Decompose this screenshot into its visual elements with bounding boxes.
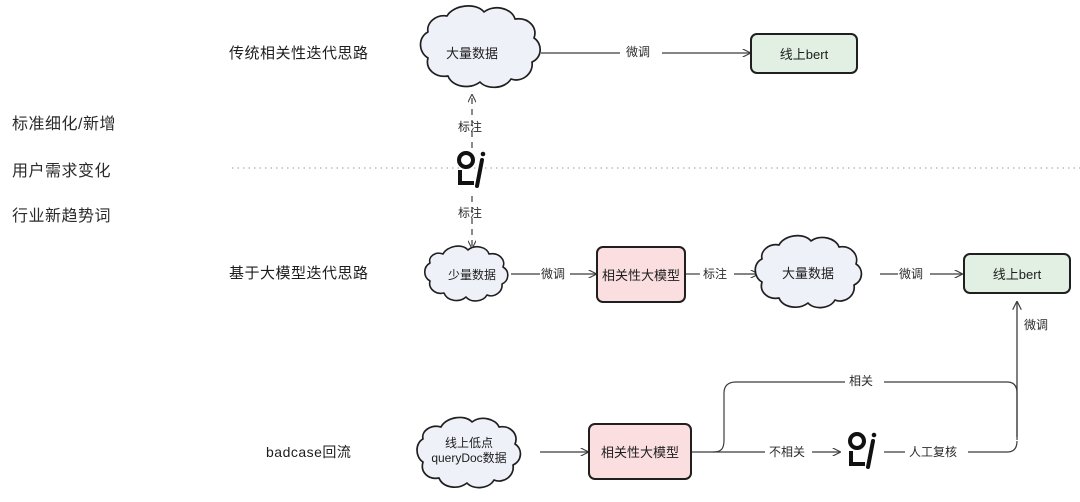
- edge-branch-relevant: [712, 381, 845, 453]
- edge-label-mid-annotate: 标注: [703, 267, 728, 281]
- edge-label-branch-relevant: 相关: [849, 374, 874, 388]
- node-bottom-relevance-llm-label: 相关性大模型: [600, 445, 679, 460]
- row-label-badcase-feedback: badcase回流: [266, 444, 352, 460]
- node-top-online-bert-label: 线上bert: [779, 47, 829, 62]
- row-label-traditional-pipeline: 传统相关性迭代思路: [229, 45, 369, 62]
- edge-label-manual-review: 人工复核: [909, 445, 958, 459]
- node-mid-online-bert[interactable]: 线上bert: [963, 253, 1071, 294]
- node-mid-relevance-llm[interactable]: 相关性大模型: [596, 246, 686, 303]
- node-mid-relevance-llm-label: 相关性大模型: [601, 268, 680, 283]
- node-top-online-bert[interactable]: 线上bert: [750, 33, 858, 74]
- cloud-mid-large-data: [754, 234, 863, 309]
- edge-label-feedback-finetune: 微调: [1024, 318, 1049, 332]
- edge-label-branch-irrelevant: 不相关: [769, 445, 806, 459]
- cloud-mid-small-data: [423, 245, 509, 302]
- reviewer-person-icon: [848, 432, 877, 469]
- node-bottom-relevance-llm[interactable]: 相关性大模型: [588, 423, 692, 480]
- edge-label-annotate-down: 标注: [458, 206, 483, 220]
- edge-label-mid-finetune-1: 微调: [541, 267, 566, 281]
- edge-label-mid-finetune-2: 微调: [899, 267, 924, 281]
- side-label-industry-trend-words: 行业新趋势词: [12, 208, 112, 225]
- cloud-top-large-data: [419, 5, 541, 89]
- edge-branch-relevant-tail: [884, 381, 1018, 440]
- edge-review-to-merge: [968, 440, 1018, 453]
- row-label-llm-pipeline: 基于大模型迭代思路: [229, 265, 369, 282]
- annotator-person-icon: [457, 151, 486, 188]
- edge-label-top-finetune: 微调: [626, 45, 651, 59]
- side-label-standard-refinement: 标准细化/新增: [12, 116, 116, 133]
- node-mid-online-bert-label: 线上bert: [992, 267, 1042, 282]
- side-label-user-demand-change: 用户需求变化: [12, 163, 112, 180]
- edge-label-annotate-up: 标注: [458, 120, 483, 134]
- cloud-bottom-querydoc: [416, 416, 522, 489]
